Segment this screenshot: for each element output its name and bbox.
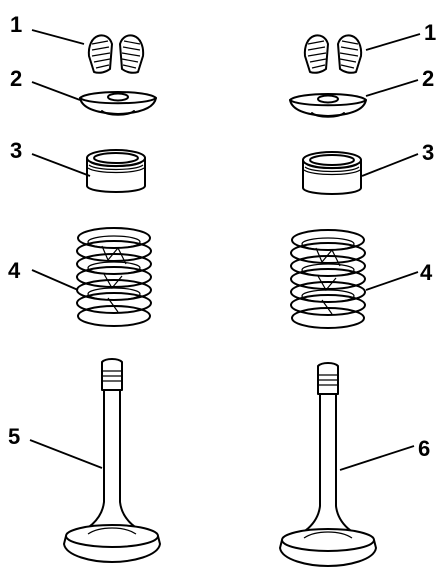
left-leader-spring xyxy=(31,269,79,291)
left-leader-valve xyxy=(29,439,103,469)
right-valve-stem-oil-seal xyxy=(302,151,362,195)
right-leader-seal xyxy=(361,153,419,177)
left-callout-keepers: 1 xyxy=(10,12,22,37)
right-valve-keepers xyxy=(303,34,363,74)
right-valve-spring xyxy=(290,229,366,329)
left-valve xyxy=(63,358,161,563)
left-callout-seal: 3 xyxy=(10,138,22,163)
left-valve-stem-oil-seal xyxy=(86,149,146,193)
right-valve-assembly: 1 2 3 4 6 xyxy=(279,20,436,567)
left-leader-retainer xyxy=(31,81,81,101)
left-valve-assembly: 1 2 3 4 5 xyxy=(8,12,161,563)
right-callout-keepers: 1 xyxy=(424,20,436,45)
left-valve-spring xyxy=(76,227,152,327)
left-callout-spring: 4 xyxy=(8,258,21,283)
left-callout-valve: 5 xyxy=(8,424,20,449)
right-leader-valve xyxy=(339,445,415,471)
right-callout-spring: 4 xyxy=(420,260,433,285)
left-spring-retainer xyxy=(79,91,157,116)
right-callout-retainer: 2 xyxy=(422,66,434,91)
right-leader-keepers xyxy=(365,33,421,51)
left-callout-retainer: 2 xyxy=(10,66,22,91)
right-leader-spring xyxy=(365,271,419,291)
right-callout-valve: 6 xyxy=(418,436,430,461)
left-leader-seal xyxy=(31,153,91,177)
right-valve xyxy=(279,362,377,567)
left-valve-keepers xyxy=(87,34,145,74)
right-callout-seal: 3 xyxy=(422,140,434,165)
left-leader-keepers xyxy=(31,29,85,45)
right-spring-retainer xyxy=(289,93,367,118)
right-leader-retainer xyxy=(365,79,419,97)
